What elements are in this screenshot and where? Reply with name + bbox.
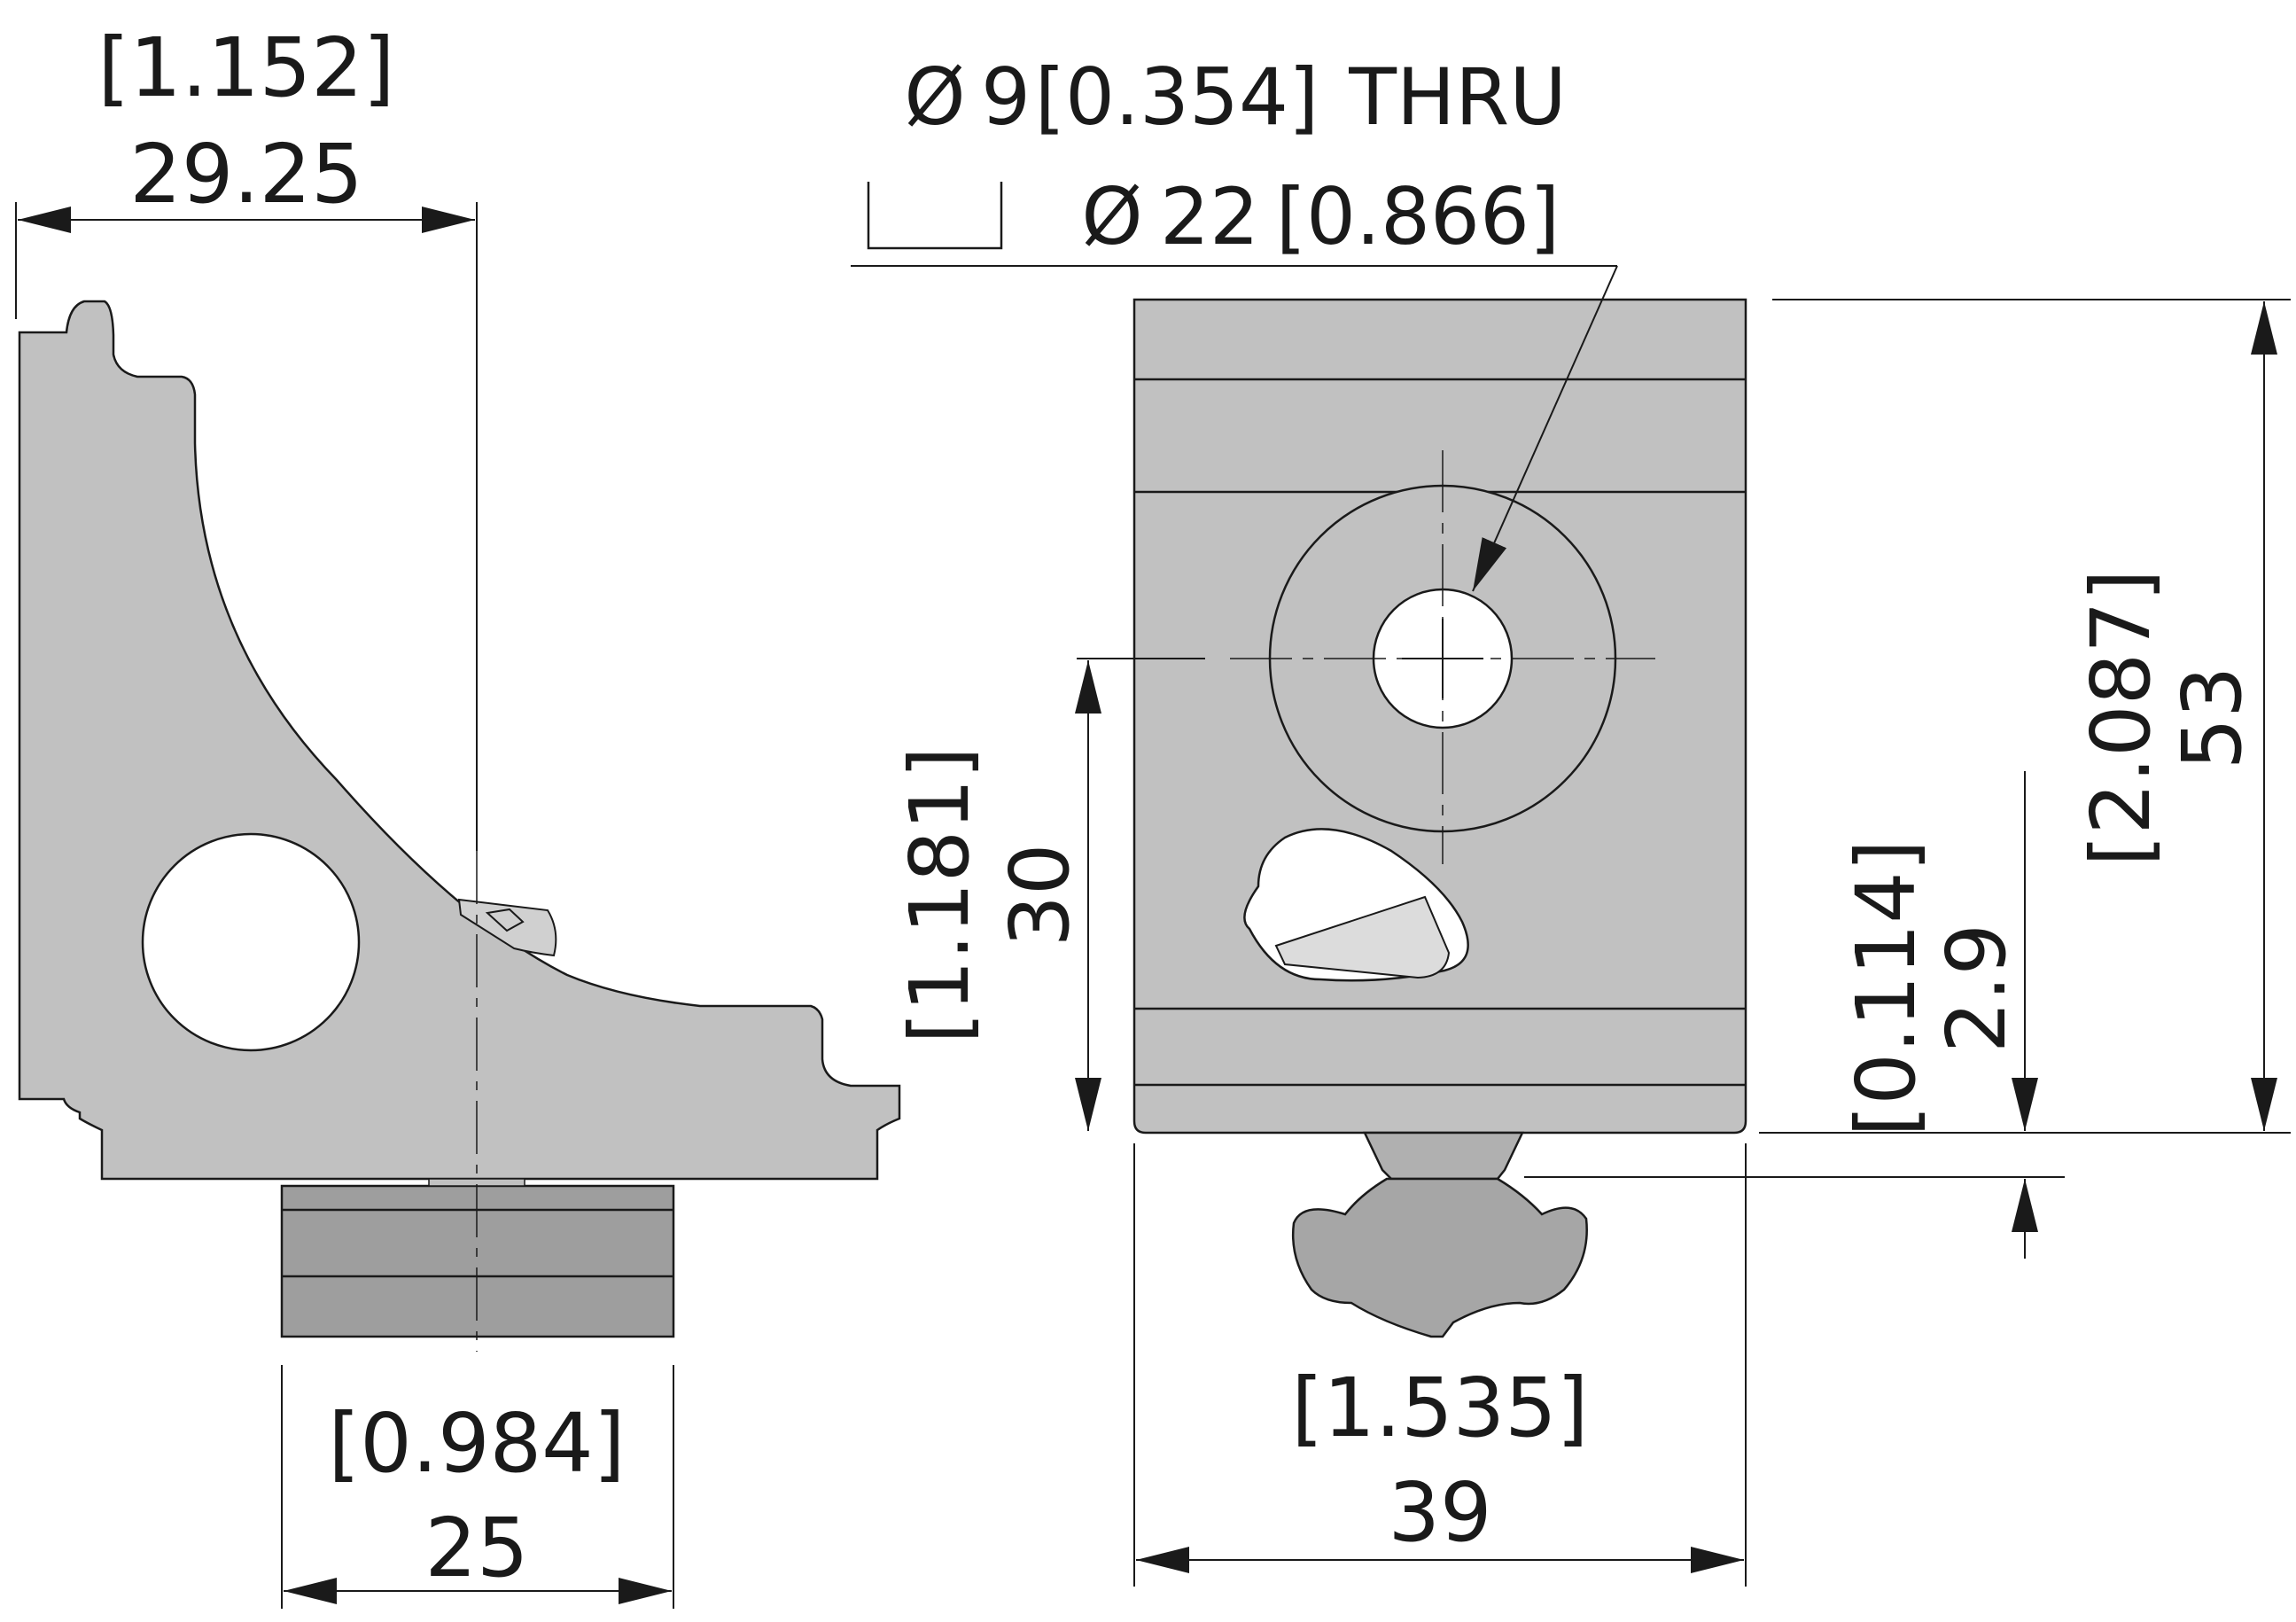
right-width-inch: [1.535] — [1291, 1361, 1588, 1455]
base-width-mm: 25 — [424, 1501, 528, 1595]
screw-socket-side — [485, 908, 525, 932]
right-width-mm: 39 — [1388, 1465, 1491, 1560]
thru-hole-inch: [0.354] — [1035, 51, 1319, 143]
counterbore-inch: [0.866] — [1276, 171, 1561, 262]
counterbore-dia-symbol: Ø — [1081, 171, 1142, 262]
callout-arrow — [1472, 265, 1618, 592]
left-dimensions — [15, 202, 674, 1609]
height-mm: 53 — [2165, 666, 2260, 769]
slot-screw — [1274, 895, 1451, 979]
gap-mm: 2.9 — [1929, 924, 2024, 1053]
left-side-view — [18, 300, 901, 1352]
height-inch: [2.087] — [2074, 569, 2168, 866]
hole-height-mm: 30 — [992, 843, 1087, 947]
thru-hole-size: 9 — [981, 51, 1031, 143]
left-width-inch: [1.152] — [97, 20, 394, 115]
left-width-mm: 29.25 — [129, 127, 362, 222]
bracket-nut — [280, 1184, 675, 1338]
bracket-body — [18, 300, 901, 1181]
right-dimensions — [851, 182, 2291, 1587]
lever-handle — [1291, 1177, 1588, 1338]
thru-hole-symbol: Ø — [904, 51, 965, 143]
counterbore-symbol — [867, 182, 1003, 250]
right-front-view — [1132, 298, 1747, 1338]
hole-height-inch: [1.181] — [892, 746, 987, 1043]
lever-neck — [1363, 1131, 1524, 1181]
gap-inch: [0.114] — [1839, 839, 1934, 1136]
bracket-hole — [141, 832, 361, 1052]
screw-head-side — [457, 898, 557, 957]
counterbore-size: 22 — [1160, 171, 1259, 262]
base-width-inch: [0.984] — [328, 1396, 625, 1491]
thru-hole-suffix: THRU — [1348, 51, 1566, 143]
